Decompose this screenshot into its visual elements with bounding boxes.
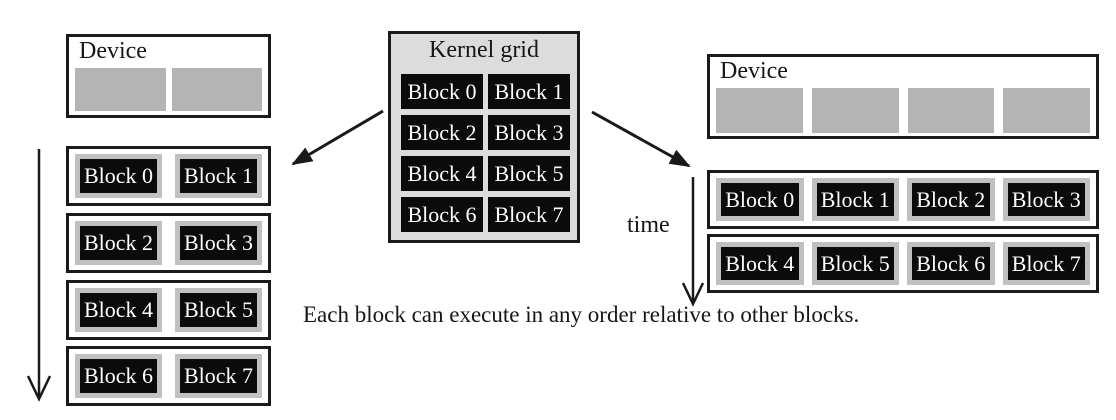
schedule-row-left-2: Block 2 Block 3 [66,213,271,273]
block-frame: Block 4 [75,288,162,332]
scheduled-block: Block 2 [80,226,157,260]
figure-caption: Each block can execute in any order rela… [303,302,860,327]
block-frame: Block 4 [716,242,804,285]
block-frame: Block 7 [1002,242,1090,285]
schedule-row-left-4: Block 6 Block 7 [66,346,271,406]
scheduled-block: Block 5 [816,247,894,280]
block-frame: Block 5 [175,288,262,332]
sm-slot [811,88,899,133]
kernel-grid-title: Kernel grid [429,37,539,63]
block-frame: Block 3 [1002,178,1090,221]
sm-slot [716,88,803,133]
sm-slot [171,68,262,111]
kernel-block: Block 5 [488,156,570,191]
schedule-row-right-2: Block 4 Block 5 Block 6 Block 7 [707,234,1099,293]
block-frame: Block 1 [811,178,899,221]
block-frame: Block 5 [811,242,899,285]
scheduled-block: Block 0 [721,183,799,216]
kernel-grid-box: Kernel grid Block 0 Block 1 Block 2 Bloc… [388,31,580,243]
block-frame: Block 7 [175,354,262,398]
kernel-block: Block 3 [488,115,570,150]
block-frame: Block 6 [907,242,995,285]
schedule-row-left-1: Block 0 Block 1 [66,146,271,206]
kernel-grid-blocks: Block 0 Block 1 Block 2 Block 3 Block 4 … [401,74,570,232]
kernel-block: Block 4 [401,156,483,191]
arrow-grid-to-left-device-icon [291,109,384,166]
block-frame: Block 6 [75,354,162,398]
schedule-row-left-3: Block 4 Block 5 [66,280,271,340]
scheduled-block: Block 3 [1007,183,1085,216]
kernel-block: Block 1 [488,74,570,109]
scheduled-block: Block 5 [180,293,257,327]
kernel-block: Block 2 [401,115,483,150]
schedule-row-right-1: Block 0 Block 1 Block 2 Block 3 [707,170,1099,229]
block-frame: Block 1 [175,154,262,198]
arrow-grid-to-right-device-icon [591,110,691,168]
block-frame: Block 0 [716,178,804,221]
block-frame: Block 2 [907,178,995,221]
block-frame: Block 3 [175,221,262,265]
sm-slot [907,88,995,133]
sm-slot [75,68,166,111]
block-frame: Block 2 [75,221,162,265]
right-time-axis-arrow-icon [681,177,705,307]
scheduled-block: Block 1 [816,183,894,216]
time-axis-label: time [627,212,670,238]
sm-slot-row [716,88,1090,133]
scheduled-block: Block 0 [80,159,157,193]
kernel-block: Block 7 [488,197,570,232]
sm-slot-row [75,68,262,111]
device-box-4sm: Device [707,54,1099,139]
scheduled-block: Block 2 [912,183,990,216]
block-frame: Block 0 [75,154,162,198]
scheduled-block: Block 6 [912,247,990,280]
scheduled-block: Block 4 [80,293,157,327]
left-time-axis-arrow-icon [26,149,52,402]
sm-slot [1003,88,1090,133]
scheduled-block: Block 7 [180,359,257,393]
kernel-block: Block 6 [401,197,483,232]
scheduled-block: Block 1 [180,159,257,193]
scheduled-block: Block 4 [721,247,799,280]
device-label: Device [79,38,147,64]
scheduled-block: Block 7 [1007,247,1085,280]
scheduled-block: Block 6 [80,359,157,393]
scheduled-block: Block 3 [180,226,257,260]
device-box-2sm: Device [66,34,271,118]
kernel-block: Block 0 [401,74,483,109]
device-label: Device [720,58,788,84]
